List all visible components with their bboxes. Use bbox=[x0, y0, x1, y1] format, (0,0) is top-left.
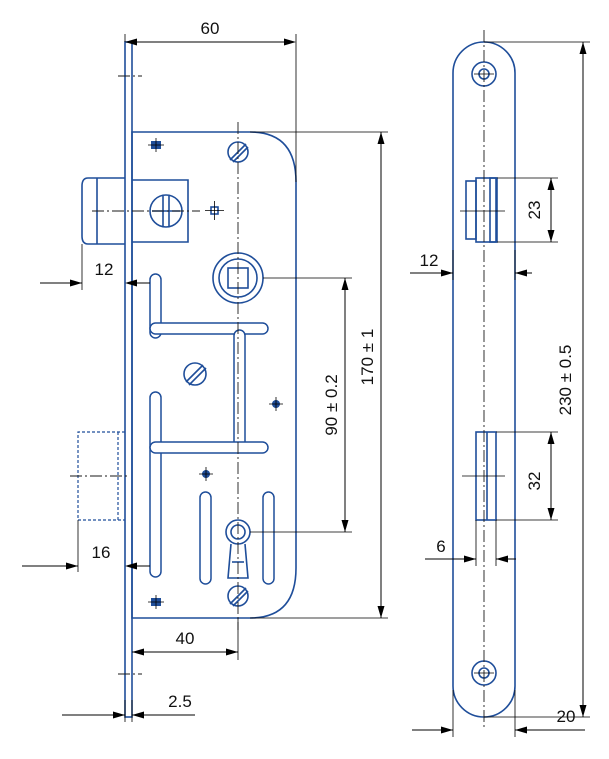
dimension-40: 40 bbox=[132, 618, 239, 660]
dimension-6-label: 6 bbox=[436, 537, 445, 556]
dimension-90: 90 ± 0.2 bbox=[250, 277, 352, 533]
dimension-230: 230 ± 0.5 bbox=[484, 41, 590, 718]
forend-plate bbox=[124, 41, 133, 718]
dimension-12-right: 12 bbox=[410, 250, 532, 280]
dimension-20: 20 bbox=[412, 690, 585, 737]
dimension-23: 23 bbox=[497, 177, 558, 243]
dimension-170-label: 170 ± 1 bbox=[358, 329, 377, 386]
dimension-12-left-label: 12 bbox=[95, 260, 114, 279]
latch-opening bbox=[460, 177, 505, 243]
slot-bottom-left bbox=[199, 491, 212, 585]
middle-screw bbox=[183, 362, 207, 386]
slot-top-upper bbox=[149, 273, 269, 339]
latch-pin-mark bbox=[205, 201, 224, 220]
dimension-2-5: 2.5 bbox=[62, 692, 195, 722]
slot-left-long bbox=[149, 391, 269, 578]
cross-mark-right bbox=[269, 397, 283, 411]
slot-bottom-right bbox=[262, 491, 275, 585]
dimension-32-label: 32 bbox=[525, 472, 544, 491]
dimension-40-label: 40 bbox=[176, 629, 195, 648]
dimension-12-right-label: 12 bbox=[420, 251, 439, 270]
cross-mark-top bbox=[148, 138, 164, 152]
dimension-6: 6 bbox=[425, 520, 516, 566]
dimension-32: 32 bbox=[496, 431, 558, 521]
dimension-16-label: 16 bbox=[92, 543, 111, 562]
forend-front-view bbox=[452, 30, 516, 730]
dimension-23-label: 23 bbox=[525, 201, 544, 220]
bolt-opening bbox=[462, 431, 505, 521]
cross-mark-keyhole bbox=[199, 467, 213, 481]
dimension-60: 60 bbox=[124, 19, 297, 182]
dimension-90-label: 90 ± 0.2 bbox=[322, 374, 341, 435]
cross-mark-bottom bbox=[148, 595, 164, 609]
dimension-16: 16 bbox=[22, 520, 150, 572]
dimension-20-label: 20 bbox=[557, 707, 576, 726]
dimension-230-label: 230 ± 0.5 bbox=[556, 345, 575, 416]
dimension-170: 170 ± 1 bbox=[250, 131, 388, 619]
lock-body-view bbox=[70, 41, 297, 718]
dimension-60-label: 60 bbox=[201, 19, 220, 38]
dimension-12-left: 12 bbox=[40, 244, 150, 290]
slot-vertical-main bbox=[233, 329, 246, 449]
dimension-2-5-label: 2.5 bbox=[168, 692, 192, 711]
lock-case bbox=[131, 131, 297, 619]
